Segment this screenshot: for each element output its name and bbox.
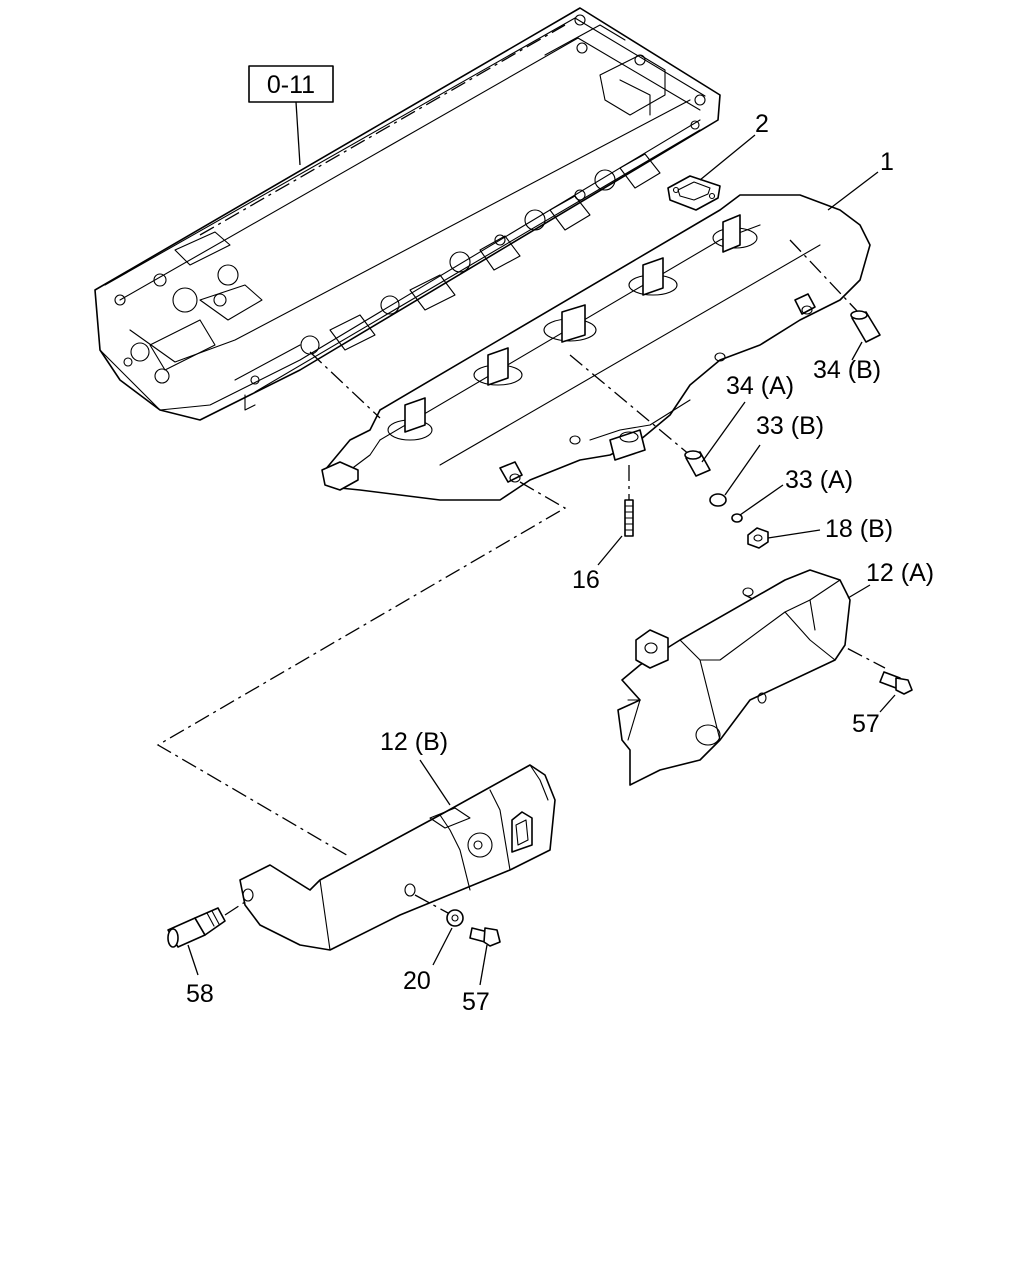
manifold-port — [628, 257, 678, 296]
manifold-port — [387, 397, 433, 441]
callout-2: 2 — [755, 110, 769, 138]
sleeve — [850, 310, 881, 343]
gasket — [667, 175, 721, 211]
reference-label: 0-11 — [267, 71, 315, 99]
nut — [747, 527, 769, 549]
manifold-port — [543, 304, 597, 343]
washer — [731, 513, 743, 523]
callout-12a: 12 (A) — [866, 559, 934, 587]
exhaust-manifold — [321, 194, 871, 501]
bolt — [879, 671, 913, 695]
sleeve — [684, 450, 711, 477]
callout-20: 20 — [403, 967, 431, 995]
callout-18b: 18 (B) — [825, 515, 893, 543]
manifold-port — [712, 214, 758, 253]
callout-57-lower: 57 — [462, 988, 490, 1016]
callout-58: 58 — [186, 980, 214, 1008]
bolt — [469, 927, 501, 947]
callout-1: 1 — [880, 148, 894, 176]
stud — [624, 499, 634, 537]
callout-16: 16 — [572, 566, 600, 594]
manifold-port — [473, 347, 523, 386]
callout-33a: 33 (A) — [785, 466, 853, 494]
callout-34a: 34 (A) — [726, 372, 794, 400]
cylinder-head — [94, 7, 721, 421]
heat-shield-a — [617, 569, 851, 786]
callout-34b: 34 (B) — [813, 356, 881, 384]
washer — [709, 493, 727, 507]
reference-box: 0-11 — [248, 65, 334, 103]
heat-shield-b — [239, 764, 556, 951]
callout-12b: 12 (B) — [380, 728, 448, 756]
washer — [446, 909, 464, 927]
callout-57-upper: 57 — [852, 710, 880, 738]
stud-bolt — [167, 907, 226, 948]
callout-33b: 33 (B) — [756, 412, 824, 440]
